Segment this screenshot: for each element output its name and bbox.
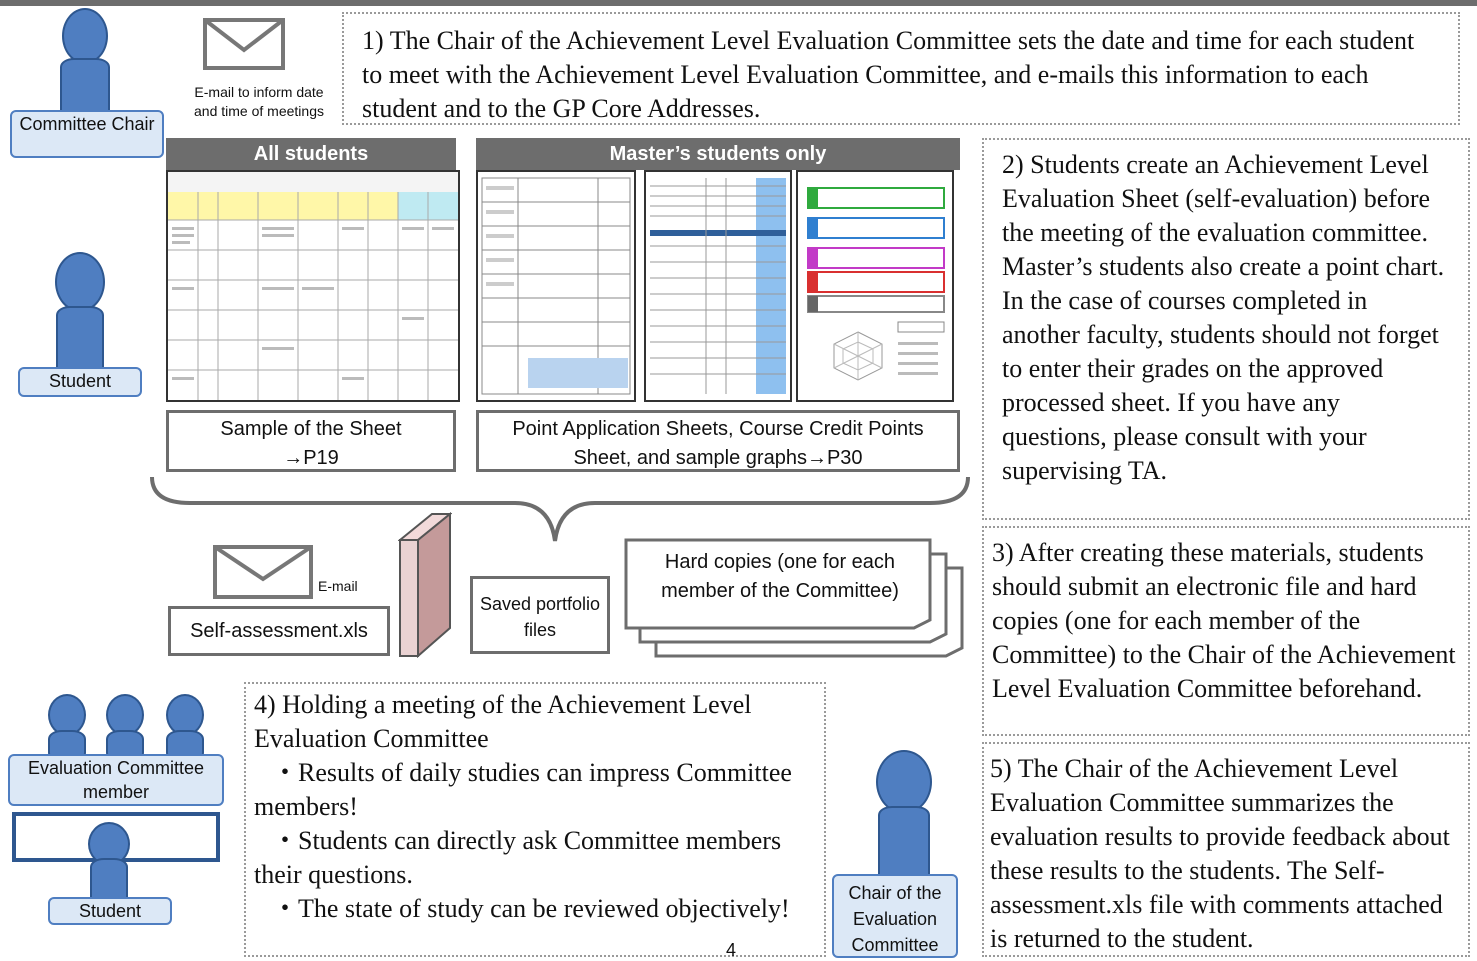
person-icon [876,750,932,814]
sample-sheet-reference: Sample of the Sheet →P19 [166,410,456,472]
sample-sheet-reference-text: Sample of the Sheet →P19 [220,418,402,469]
envelope-icon [203,18,285,70]
evaluation-committee-figures: Evaluation Committee member Student [8,694,226,934]
step1-box: 1) The Chair of the Achievement Level Ev… [342,12,1460,125]
document-stack-icon: Hard copies (one for each member of the … [624,538,966,660]
evaluation-committee-member-label: Evaluation Committee member [8,754,224,806]
saved-portfolio-label: Saved portfolio files [479,594,601,640]
step1-text: 1) The Chair of the Achievement Level Ev… [362,26,1415,123]
step5-box: 5) The Chair of the Achievement Level Ev… [982,742,1470,957]
person-icon [55,252,105,312]
student-label-bottom: Student [48,897,172,925]
step4-bullet-3: ・The state of study can be reviewed obje… [272,894,790,923]
student-label: Student [18,367,142,397]
top-bar [0,0,1477,6]
step4-title: 4) Holding a meeting of the Achievement … [254,690,752,753]
envelope-icon [213,545,313,599]
email-caption: E-mail to inform date and time of meetin… [194,84,324,119]
self-assessment-file-label: Self-assessment.xls [190,620,368,642]
course-credit-sheet-thumbnail [644,170,792,402]
curly-brace [150,476,970,542]
point-application-sheet-thumbnail [476,170,636,402]
committee-chair-figure: Committee Chair [10,8,165,158]
chair-of-evaluation-committee-label: Chair of the Evaluation Committee [832,874,958,958]
saved-portfolio-box: Saved portfolio files [470,576,610,654]
hard-copies-label: Hard copies (one for each member of the … [661,551,899,602]
masters-only-header: Master’s students only [476,138,960,170]
person-icon [48,694,86,736]
page-number: 4 [726,940,737,960]
step2-box: 2) Students create an Achievement Level … [982,138,1470,520]
step3-text: 3) After creating these materials, stude… [992,538,1456,703]
sample-graph-thumbnail [796,170,954,402]
email-label: E-mail [318,578,358,594]
chair-of-evaluation-committee-figure: Chair of the Evaluation Committee [832,750,972,958]
person-icon [62,8,108,64]
point-sheets-reference: Point Application Sheets, Course Credit … [476,410,960,472]
all-students-header: All students [166,138,456,170]
step5-text: 5) The Chair of the Achievement Level Ev… [990,754,1450,953]
binder-icon [398,512,452,658]
student-figure: Student [18,252,143,397]
step4-bullet-1: ・Results of daily studies can impress Co… [254,758,792,821]
evaluation-sheet-thumbnail [166,170,460,402]
step2-text: 2) Students create an Achievement Level … [1002,150,1445,485]
committee-chair-label: Committee Chair [10,110,164,158]
self-assessment-file-box: Self-assessment.xls [168,606,390,656]
step4-box: 4) Holding a meeting of the Achievement … [244,682,826,957]
person-icon [166,694,204,736]
step3-box: 3) After creating these materials, stude… [982,526,1470,736]
point-sheets-reference-text: Point Application Sheets, Course Credit … [512,418,924,469]
step4-bullet-2: ・Students can directly ask Committee mem… [254,826,782,889]
